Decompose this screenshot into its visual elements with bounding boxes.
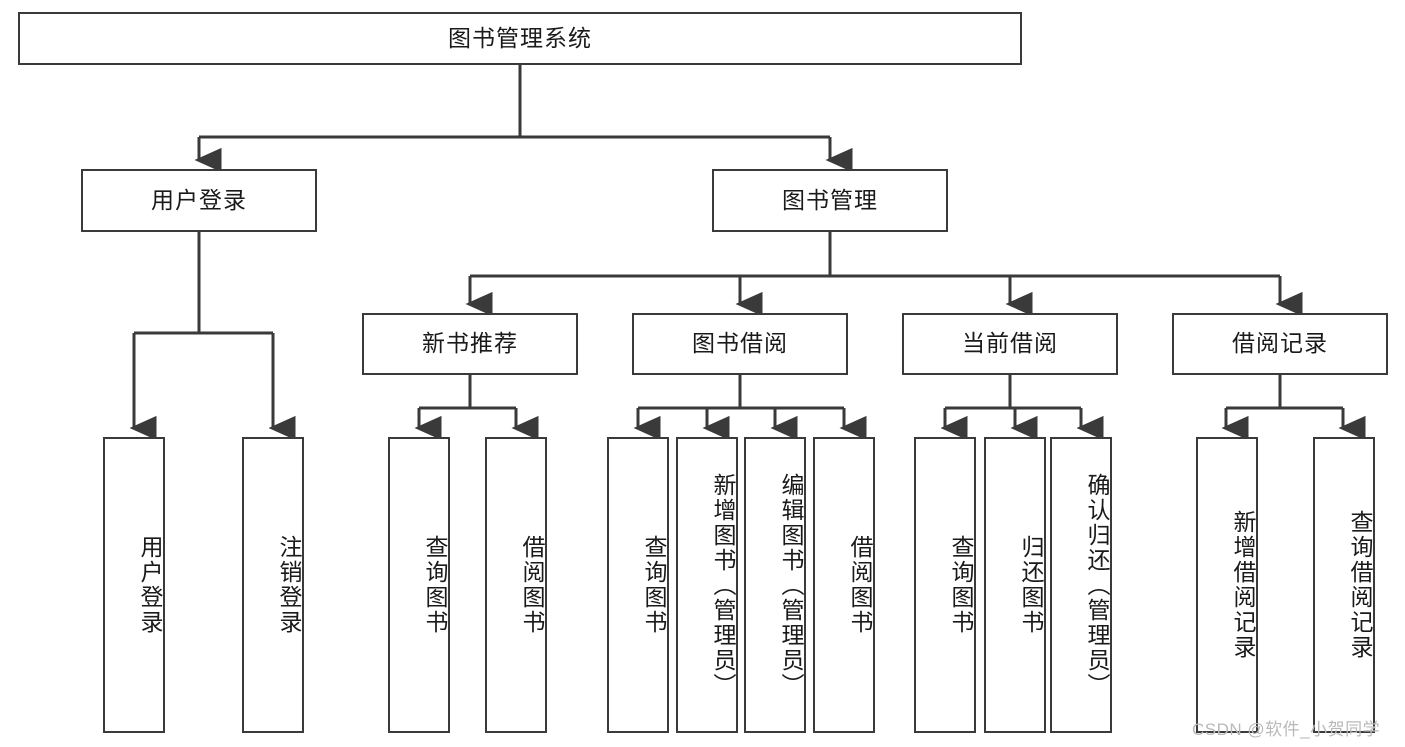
leaf-borrow-borrow-book[interactable]: 借阅图书 [813,437,875,733]
node-book-borrow-label: 图书借阅 [692,330,788,357]
leaf-newbook-borrow-book-label: 借阅图书 [519,535,545,635]
leaf-newbook-query-book[interactable]: 查询图书 [388,437,450,733]
leaf-borrow-query-book-label: 查询图书 [641,535,667,635]
node-book-management[interactable]: 图书管理 [712,169,948,232]
leaf-record-query-label: 查询借阅记录 [1347,510,1373,660]
leaf-user-login-label: 用户登录 [137,535,163,635]
leaf-borrow-add-book-label: 新增图书（管理员） [710,472,736,698]
node-root-label: 图书管理系统 [448,24,592,51]
leaf-record-add[interactable]: 新增借阅记录 [1196,437,1258,733]
leaf-record-add-label: 新增借阅记录 [1230,510,1256,660]
leaf-current-query-book[interactable]: 查询图书 [914,437,976,733]
node-new-book-recommend-label: 新书推荐 [422,330,518,357]
node-borrow-record-label: 借阅记录 [1232,330,1328,357]
leaf-borrow-add-book[interactable]: 新增图书（管理员） [676,437,738,733]
leaf-logout-label: 注销登录 [276,535,302,635]
node-new-book-recommend[interactable]: 新书推荐 [362,313,578,375]
leaf-newbook-query-book-label: 查询图书 [422,535,448,635]
leaf-newbook-borrow-book[interactable]: 借阅图书 [485,437,547,733]
leaf-current-confirm-return-label: 确认归还（管理员） [1084,472,1110,698]
leaf-borrow-borrow-book-label: 借阅图书 [847,535,873,635]
leaf-current-return-book-label: 归还图书 [1018,535,1044,635]
leaf-user-login[interactable]: 用户登录 [103,437,165,733]
node-book-management-label: 图书管理 [782,186,878,213]
leaf-logout[interactable]: 注销登录 [242,437,304,733]
node-user-login-label: 用户登录 [151,186,247,213]
leaf-current-return-book[interactable]: 归还图书 [984,437,1046,733]
leaf-borrow-query-book[interactable]: 查询图书 [607,437,669,733]
node-current-borrow[interactable]: 当前借阅 [902,313,1118,375]
node-book-borrow[interactable]: 图书借阅 [632,313,848,375]
leaf-current-confirm-return[interactable]: 确认归还（管理员） [1050,437,1112,733]
node-user-login[interactable]: 用户登录 [81,169,317,232]
watermark: CSDN @软件_小贺同学 [1192,720,1381,739]
node-current-borrow-label: 当前借阅 [962,330,1058,357]
node-borrow-record[interactable]: 借阅记录 [1172,313,1388,375]
leaf-current-query-book-label: 查询图书 [948,535,974,635]
leaf-record-query[interactable]: 查询借阅记录 [1313,437,1375,733]
leaf-borrow-edit-book-label: 编辑图书（管理员） [778,472,804,698]
node-root[interactable]: 图书管理系统 [18,12,1022,65]
leaf-borrow-edit-book[interactable]: 编辑图书（管理员） [744,437,806,733]
